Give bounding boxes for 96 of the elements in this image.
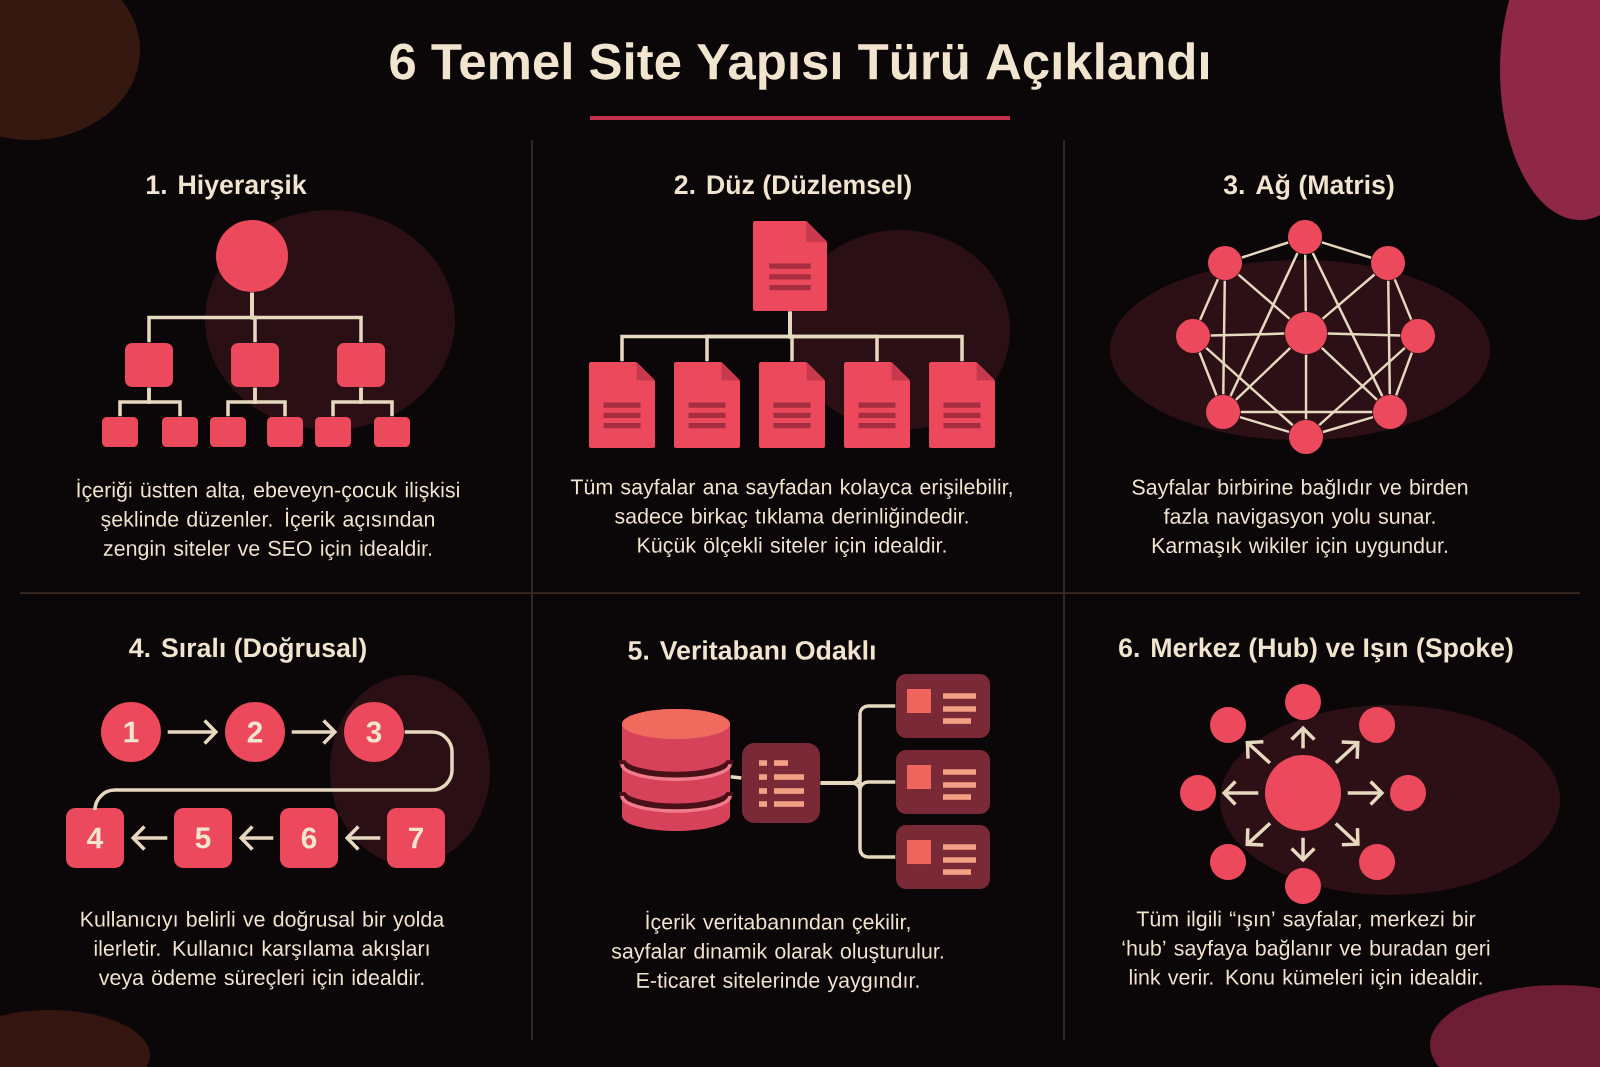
connector-line: [1322, 415, 1374, 434]
description-text: İçerik veritabanından çekilir, sayfalar dinamik olarak oluşturulur. E-ticaret sitelerinde yaygındır.: [611, 910, 943, 993]
arrow: [1245, 739, 1272, 765]
arrow: [1347, 780, 1385, 806]
page-circle: [1373, 395, 1408, 430]
connector-line: [1303, 254, 1308, 312]
document-icon: [674, 362, 740, 448]
connector-line: [1321, 241, 1372, 259]
connector-line: [1222, 280, 1226, 395]
connector-line: [1321, 347, 1378, 401]
connector-line: [1395, 352, 1414, 396]
page-circle: [1285, 312, 1327, 354]
panel-heading: 3. Ağ (Matris): [1223, 174, 1394, 200]
document-icon: [929, 362, 995, 448]
connector-line: [820, 781, 896, 859]
arrow: [1245, 822, 1272, 847]
page-circle: [1210, 707, 1247, 744]
page-circle: [1390, 775, 1427, 811]
content-card: [896, 750, 990, 814]
content-card: [896, 674, 990, 738]
arrow: [238, 825, 274, 851]
connector-line: [1393, 278, 1413, 321]
connector-line: [1304, 354, 1308, 420]
page-circle: [1208, 246, 1242, 280]
connector-line: [1387, 280, 1391, 395]
description-text: Kullanıcıyı belirli ve doğrusal bir yolda ilerletir. Kullanıcı karşılama akışları veya ödeme süreçleri için idealdir.: [81, 910, 445, 990]
panel-heading: 4. Sıralı (Doğrusal): [129, 637, 366, 663]
page-circle: [1180, 775, 1216, 811]
arrow: [1334, 822, 1360, 847]
document-icon: [753, 221, 827, 311]
description-text: Sayfalar birbirine bağlıdır ve birden fazla navigasyon yolu sunar. Karmaşık wikiler için uygundur.: [1132, 478, 1468, 558]
page-circle: [1210, 844, 1247, 881]
page-square: [374, 417, 410, 447]
description-text: Tüm ilgili “ışın’ sayfalar, merkezi bir ‘hub’ sayfaya bağlanır ve buradan geri link verir. Konu kümeleri için idealdir.: [1122, 910, 1490, 990]
connector-line: [1199, 278, 1220, 321]
arrow: [130, 825, 168, 851]
arrow: [1334, 740, 1360, 765]
page-circle: [1206, 395, 1240, 430]
panel-heading: 6. Merkez (Hub) ve Işın (Spoke): [1119, 637, 1513, 663]
database-cylinder: [618, 709, 734, 832]
step-square: 6: [280, 808, 338, 869]
page-square: [267, 417, 303, 447]
page-circle: [1359, 844, 1395, 881]
connector-line: [359, 387, 394, 417]
connector-line: [1229, 252, 1299, 397]
connector-line: [1241, 241, 1289, 259]
page-circle: [1285, 684, 1321, 721]
page-square: [337, 343, 385, 387]
page-circle: [1401, 319, 1436, 353]
arrow: [344, 825, 381, 851]
step-square: 4: [66, 808, 124, 869]
connector-line: [1205, 346, 1294, 427]
description-text: İçeriği üstten alta, ebeveyn-çocuk ilişkisi şeklinde düzenler. İçerik açısından zengin siteler ve SEO için idealdir.: [77, 478, 459, 561]
description-text: Tüm sayfalar ana sayfadan kolayca erişilebilir, sadece birkaç tıklama derinliğindedir. Küçük ölçekli siteler için idealdir.: [570, 478, 1012, 558]
step-square: 7: [387, 808, 445, 869]
page-circle: [1359, 707, 1395, 744]
connector-line: [788, 311, 964, 362]
page-circle: [216, 220, 288, 292]
page-square: [162, 417, 198, 447]
page-square: [315, 417, 351, 447]
page-circle: [1289, 420, 1323, 454]
connector-line: [1240, 410, 1373, 414]
page-square: [210, 417, 246, 447]
content-card: [896, 825, 990, 890]
connector-line: [1198, 352, 1218, 396]
list-card: [742, 743, 820, 823]
connector-line: [1321, 273, 1376, 320]
arrow: [1221, 780, 1259, 806]
panel-heading: 5. Veritabanı Odaklı: [628, 640, 875, 660]
document-icon: [589, 362, 655, 448]
connector-line: [1210, 332, 1285, 337]
connector-line: [253, 387, 287, 417]
connector-line: [1235, 347, 1292, 401]
page-circle: [1371, 246, 1406, 280]
document-icon: [759, 362, 825, 448]
document-icon: [844, 362, 910, 448]
connector-line: [147, 387, 182, 417]
connector-line: [1311, 252, 1384, 397]
arrow: [291, 719, 338, 745]
page-circle: [1176, 319, 1210, 353]
connector-line: [93, 730, 454, 812]
connector-line: [1237, 273, 1291, 320]
connector-line: [1239, 415, 1290, 434]
connector-line: [250, 292, 363, 343]
page-circle: [1285, 868, 1321, 904]
hub-circle: [1265, 755, 1341, 832]
step-square: 5: [174, 808, 232, 869]
page-square: [231, 343, 279, 387]
connector-line: [1318, 346, 1406, 427]
connector-line: [730, 775, 742, 780]
page-circle: [1288, 220, 1323, 254]
connector-line: [1327, 332, 1401, 337]
title: 6 Temel Site Yapısı Türü Açıklandı: [390, 42, 1208, 90]
page-square: [102, 417, 138, 447]
page-square: [125, 343, 173, 387]
arrow: [167, 719, 219, 745]
